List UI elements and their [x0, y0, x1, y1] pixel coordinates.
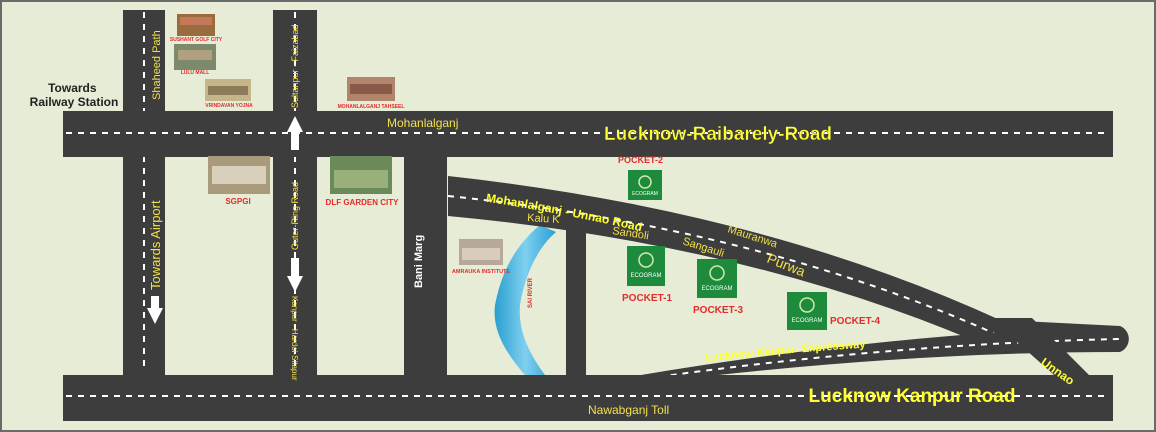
ecogram-logo-text: ECOGRAM — [630, 273, 661, 279]
lucknow-kanpur-road — [63, 375, 1113, 421]
nawabganj-toll-label: Nawabganj Toll — [588, 403, 669, 417]
pocket-4-marker: ECOGRAM POCKET-4 — [787, 292, 880, 330]
ecogram-logo-text: ECOGRAM — [791, 318, 822, 324]
mohanlalganj-label: Mohanlalganj — [387, 116, 458, 130]
sai-river-label: SAI RIVER — [528, 277, 534, 308]
ecogram-logo-text: ECOGRAM — [701, 286, 732, 292]
vrindavan-yojna-landmark: VRINDAVAN YOJNA — [205, 79, 253, 109]
tahseel-label: MOHANLALGANJ TAHSEEL — [338, 104, 405, 110]
pocket-4-label: POCKET-4 — [830, 316, 880, 327]
towards-airport-label: Towards Airport — [148, 200, 163, 290]
sushant-label: SUSHANT GOLF CITY — [170, 37, 223, 43]
shaheed-path-label: Shaheed Path — [151, 30, 163, 100]
pocket-1-label: POCKET-1 — [622, 293, 672, 304]
amrauka-institute-landmark: AMRAUKA INSTITUTE — [452, 239, 510, 275]
towards-label-line2: Railway Station — [30, 95, 119, 109]
sultanpur-faizabad-label: Sultanpur - Faizabad — [290, 24, 300, 108]
sgpgi-label: SGPGI — [225, 197, 250, 206]
sai-river — [494, 225, 556, 375]
kalu-khera-link-road — [566, 222, 586, 375]
pocket-3-label: POCKET-3 — [693, 305, 743, 316]
towards-label-line1: Towards — [48, 81, 97, 95]
raibarely-road-label: Lucknow-Raibarely-Road — [604, 124, 832, 145]
bani-marg-label: Bani Marg — [413, 235, 425, 288]
dlf-garden-city-landmark: DLF GARDEN CITY — [326, 156, 400, 207]
down-arrow-icon — [147, 296, 163, 324]
svg-text:Sandoli: Sandoli — [612, 225, 650, 242]
vrindavan-label: VRINDAVAN YOJNA — [205, 103, 253, 109]
towards-railway-label: Towards Railway Station — [30, 81, 119, 109]
lulu-label: LULU MALL — [181, 70, 210, 76]
amrauka-label: AMRAUKA INSTITUTE — [452, 269, 510, 275]
dlf-label: DLF GARDEN CITY — [326, 198, 400, 207]
sushant-golf-city-landmark: SUSHANT GOLF CITY — [170, 14, 223, 43]
down-arrow-icon — [287, 258, 303, 292]
ecogram-logo-icon — [697, 259, 737, 298]
ecogram-logo-text: ECOGRAM — [632, 191, 658, 197]
bani-marg-road — [404, 157, 447, 375]
pocket-3-marker: ECOGRAM POCKET-3 — [693, 259, 743, 316]
sandoli-label: Sandoli — [612, 225, 650, 242]
ecogram-logo-icon — [628, 170, 662, 200]
pocket-2-marker: POCKET-2 ECOGRAM — [618, 155, 663, 200]
pocket-1-marker: ECOGRAM POCKET-1 — [622, 246, 672, 304]
mohanlalganj-tahseel-landmark: MOHANLALGANJ TAHSEEL — [338, 77, 405, 110]
ecogram-logo-icon — [787, 292, 827, 330]
lulu-mall-landmark: LULU MALL — [174, 44, 216, 76]
sgpgi-landmark: SGPGI — [208, 156, 270, 206]
kanpur-hardoi-label: Kanpur - Hardoi-Sitapur — [290, 296, 299, 381]
outer-ring-road-label: Outer-Ring Road — [290, 182, 300, 250]
pocket-2-label: POCKET-2 — [618, 155, 663, 165]
kanpur-road-label: Lucknow Kanpur Road — [809, 386, 1016, 407]
ecogram-logo-icon — [627, 246, 665, 286]
up-arrow-icon — [287, 116, 303, 150]
